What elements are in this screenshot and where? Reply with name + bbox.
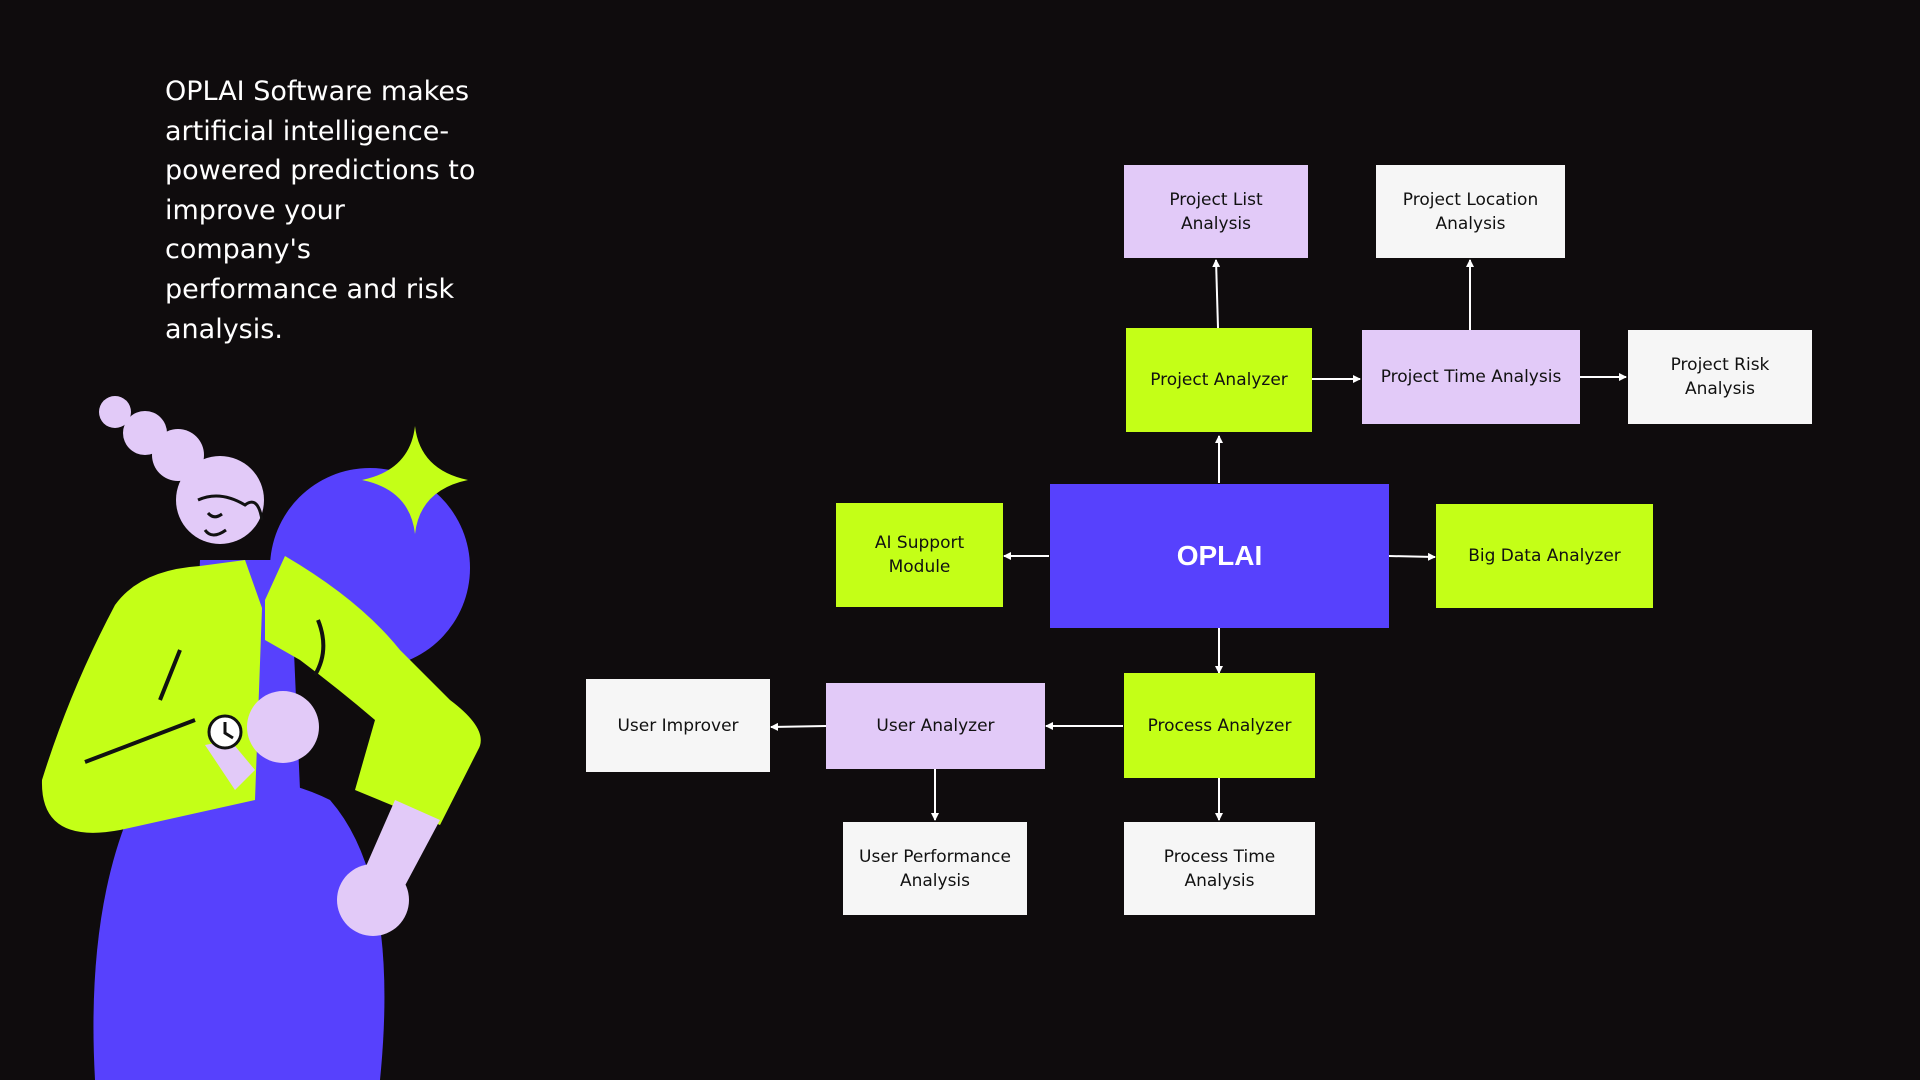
edge-user-analyzer-to-user-improver <box>770 722 827 731</box>
node-big-data-analyzer: Big Data Analyzer <box>1436 504 1653 608</box>
intro-paragraph: OPLAI Software makes artificial intellig… <box>165 76 476 345</box>
jacket-left-shape <box>41 560 262 833</box>
edge-hub-to-big-data <box>1388 552 1436 561</box>
head-shape <box>176 456 264 544</box>
node-oplai-hub: OPLAI <box>1050 484 1389 628</box>
node-project-location-analysis: Project Location Analysis <box>1376 165 1565 258</box>
node-ai-support-module: AI Support Module <box>836 503 1003 607</box>
fist-shape <box>247 691 319 763</box>
hair-bun-1 <box>99 396 131 428</box>
node-process-analyzer: Process Analyzer <box>1124 673 1315 778</box>
woman-checking-watch-illustration <box>41 396 481 1080</box>
node-user-analyzer: User Analyzer <box>826 683 1045 769</box>
hair-bun-3 <box>152 429 204 481</box>
node-project-risk-analysis: Project Risk Analysis <box>1628 330 1812 424</box>
sparkle-star-icon <box>362 426 468 534</box>
hand-right-shape <box>337 864 409 936</box>
node-process-time-analysis: Process Time Analysis <box>1124 822 1315 915</box>
node-project-time-analysis: Project Time Analysis <box>1362 330 1580 424</box>
skirt-shape <box>93 777 385 1080</box>
node-user-performance-analysis: User Performance Analysis <box>843 822 1027 915</box>
edge-project-analyzer-to-project-list <box>1212 259 1221 329</box>
node-project-analyzer: Project Analyzer <box>1126 328 1312 432</box>
arm-left-shape <box>205 740 255 790</box>
node-project-list-analysis: Project List Analysis <box>1124 165 1308 258</box>
node-user-improver: User Improver <box>586 679 770 772</box>
